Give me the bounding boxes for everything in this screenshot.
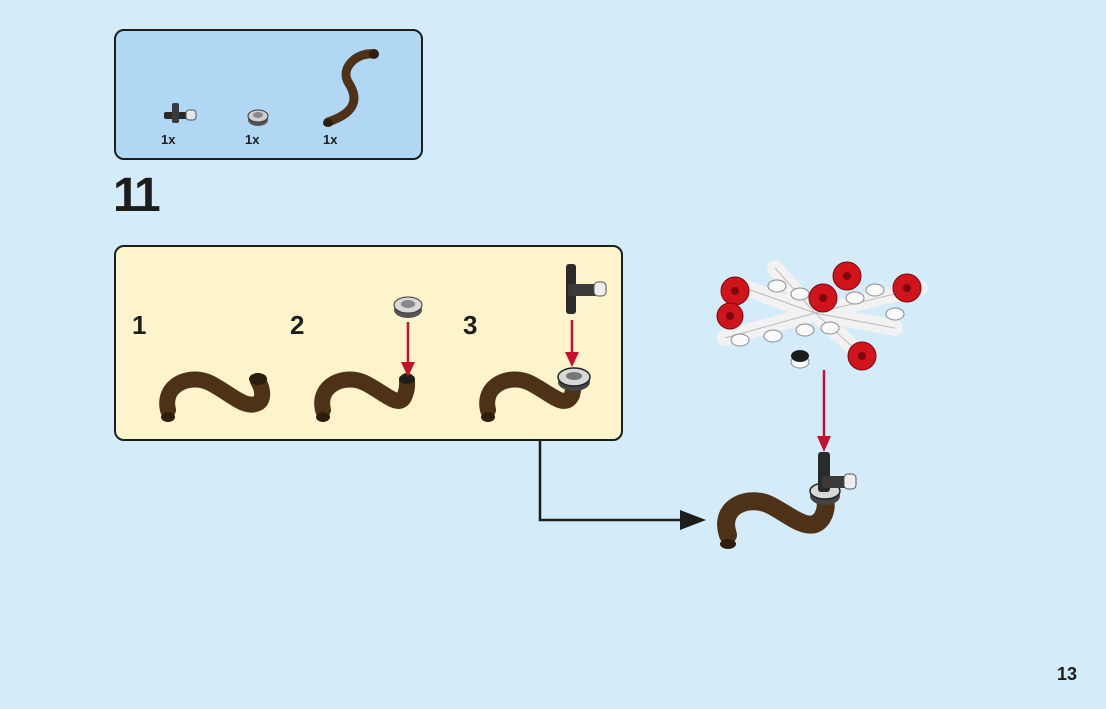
part-quantity: 1x [161, 132, 176, 147]
insert-arrow-icon [565, 320, 579, 367]
substep-panel [114, 245, 623, 441]
round-plate-icon [393, 296, 423, 318]
blossom-cluster-icon [716, 260, 928, 371]
part-quantity: 1x [245, 132, 260, 147]
substep-1-number: 1 [132, 310, 147, 340]
substep-2-number: 2 [290, 310, 305, 340]
insert-arrow-icon [817, 370, 831, 452]
t-connector-icon [566, 264, 607, 314]
assembled-branch-icon [717, 452, 857, 549]
round-plate-icon [557, 367, 591, 391]
page-number: 13 [1057, 664, 1078, 684]
substep-1-branch-icon [159, 371, 271, 422]
curved-branch-icon [323, 49, 379, 127]
substep-2-branch-icon [314, 371, 416, 422]
insert-arrow-icon [401, 322, 415, 377]
t-connector-icon [164, 103, 197, 123]
part-quantity: 1x [323, 132, 338, 147]
substep-3-number: 3 [463, 310, 478, 340]
step-number: 11 [113, 169, 161, 222]
result-arrow-icon [538, 440, 706, 530]
round-plate-icon [247, 109, 269, 126]
